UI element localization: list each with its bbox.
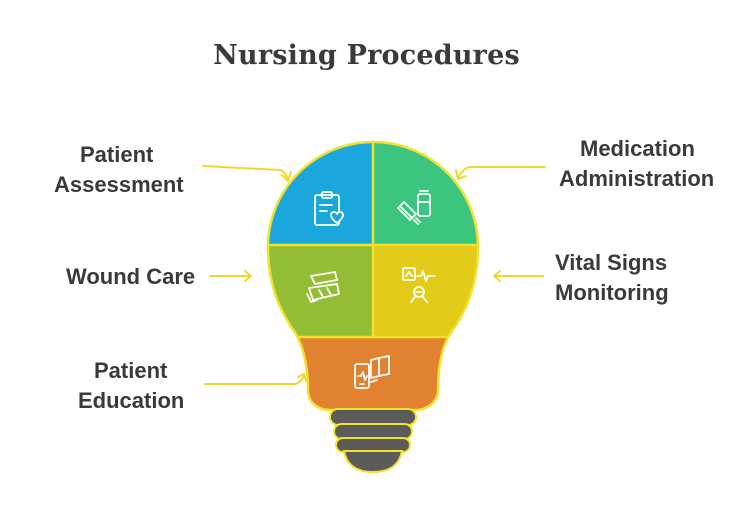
arrows	[202, 165, 546, 385]
segment-vital-signs-monitoring	[373, 245, 478, 337]
label-patient-education-line1: Patient	[94, 358, 168, 383]
clipboard-heart-icon	[314, 191, 344, 226]
segment-patient-assessment	[268, 142, 373, 245]
label-patient-assessment-line1: Patient	[80, 142, 154, 167]
bandage-icon	[306, 271, 340, 303]
label-medication-administration-line1: Medication	[580, 136, 695, 161]
arrow-wound-care	[209, 270, 252, 282]
arrow-patient-assessment	[202, 165, 292, 182]
label-vital-signs-monitoring-line1: Vital Signs	[555, 250, 668, 275]
arrow-vital-signs-monitoring	[493, 270, 544, 282]
syringe-vial-icon	[397, 190, 431, 225]
label-medication-administration: Medication Administration	[559, 134, 714, 194]
segment-medication-administration	[373, 142, 478, 245]
label-patient-assessment-line2: Assessment	[54, 172, 184, 197]
arrow-patient-education	[204, 373, 307, 385]
label-patient-education: Patient Education	[78, 356, 184, 416]
label-wound-care: Wound Care	[66, 262, 195, 292]
label-medication-administration-line2: Administration	[559, 166, 715, 191]
bulb-base	[329, 408, 417, 474]
vital-monitor-icon	[402, 267, 436, 303]
label-vital-signs-monitoring: Vital Signs Monitoring	[555, 248, 669, 308]
label-patient-assessment: Patient Assessment	[54, 140, 184, 200]
tablet-book-icon	[354, 355, 390, 389]
arrow-medication-administration	[455, 166, 546, 180]
bulb-outline	[266, 140, 480, 412]
label-wound-care-line1: Wound Care	[66, 264, 196, 289]
segment-wound-care	[268, 245, 373, 337]
page-title: Nursing Procedures	[213, 40, 520, 71]
label-vital-signs-monitoring-line2: Monitoring	[555, 280, 669, 305]
label-patient-education-line2: Education	[78, 388, 185, 413]
